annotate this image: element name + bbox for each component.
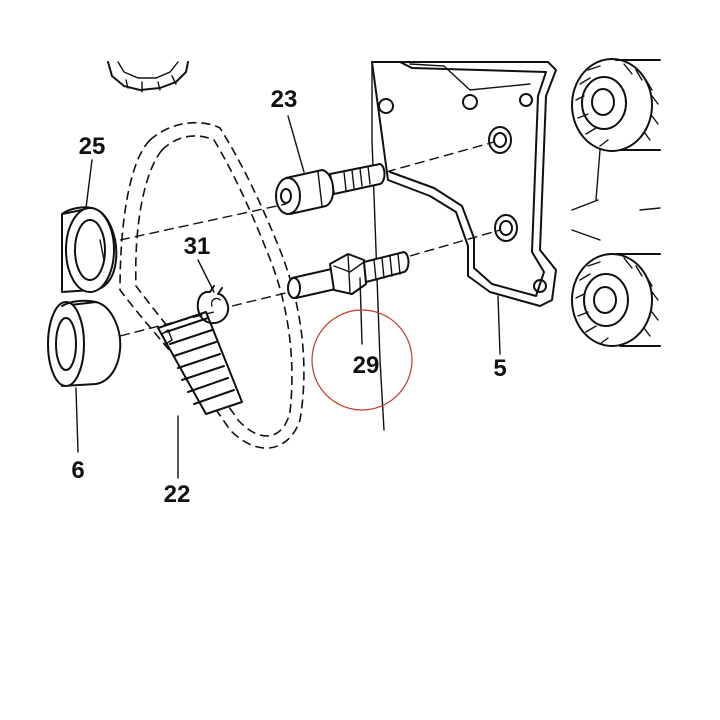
assembly-axis-lines	[119, 141, 501, 337]
leader-lines	[75, 115, 501, 479]
tensioner-roller-upper	[61, 206, 118, 293]
label-25: 25	[79, 133, 106, 160]
stud-23	[275, 163, 386, 215]
timing-belt	[119, 121, 305, 449]
label-23: 23	[271, 86, 298, 113]
timing-cover-gasket	[371, 61, 557, 431]
highlight-circle	[311, 309, 413, 411]
sprocket-upper	[571, 58, 661, 152]
pulley-top-left	[107, 61, 189, 93]
label-6: 6	[71, 457, 84, 484]
sprocket-lower	[571, 149, 661, 347]
stud-29	[287, 251, 410, 299]
circlip-31	[196, 285, 230, 325]
belt-segment	[157, 311, 243, 415]
label-22: 22	[164, 481, 191, 508]
label-31: 31	[184, 233, 211, 260]
idler-roller-lower	[47, 299, 122, 387]
label-29: 29	[353, 352, 380, 379]
label-5: 5	[493, 355, 506, 382]
